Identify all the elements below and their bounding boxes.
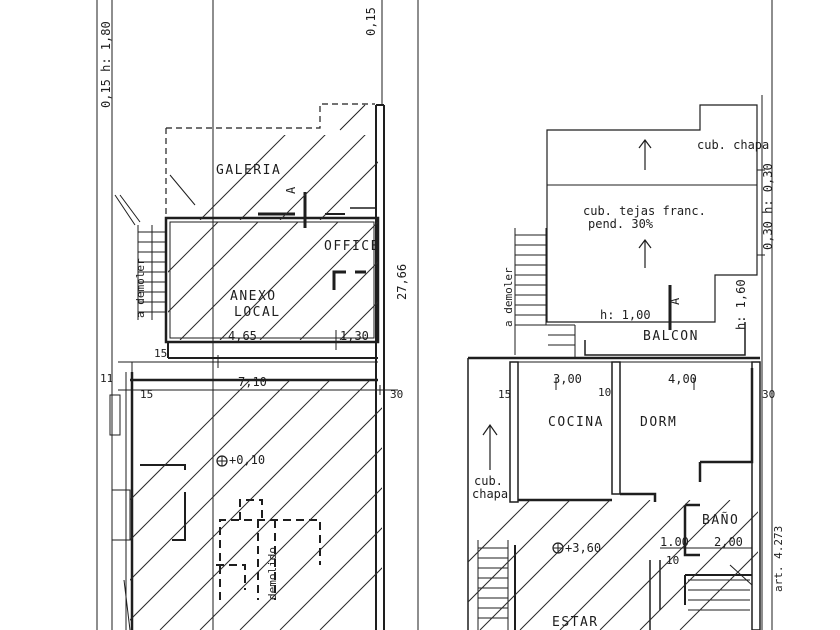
galeria-corner-mark (339, 104, 366, 131)
wall-cocina-left (509, 361, 519, 503)
dim-4-65: 4,65 (228, 329, 257, 343)
label-balcon: BALCON (643, 329, 699, 344)
label-cub-chapa-top: cub. chapa (697, 138, 769, 152)
wall-dorm-right (700, 368, 754, 464)
wall-bano (683, 505, 700, 557)
dim-15-b: 15 (140, 388, 153, 401)
wall-right (751, 361, 761, 630)
label-cub-chapa-left-2: chapa (472, 487, 508, 501)
dim-4-00: 4,00 (668, 372, 697, 386)
stair-estar (477, 540, 509, 630)
anexo-local-walls (164, 216, 380, 344)
dim-15-a: 15 (154, 347, 167, 360)
galeria-outline (166, 103, 375, 129)
dim-11: 11 (100, 372, 113, 385)
label-cub-tejas-2: pend. 30% (588, 217, 654, 231)
stair-left (114, 194, 165, 320)
wall-dorm-bottom (620, 492, 657, 502)
dim-1-30: 1,30 (340, 329, 369, 343)
demolition-wall (172, 492, 186, 541)
dim-15-right: 15 (498, 388, 511, 401)
demolition-wall (140, 464, 186, 470)
left-plan (96, 0, 419, 630)
label-cocina: COCINA (548, 415, 604, 430)
label-dorm: DORM (640, 415, 677, 430)
right-plan (467, 0, 773, 630)
roof-tejas-outline (546, 185, 758, 323)
dim-h-1-60: h: 1,60 (734, 279, 748, 330)
dim-h-top: 0,15 h: 1,80 (99, 21, 113, 108)
label-estar: ESTAR (552, 615, 599, 630)
level-left: +0,10 (229, 453, 265, 467)
dim-height-total: 27,66 (395, 264, 409, 300)
hatch-galeria (199, 135, 378, 220)
dim-h-1-00: h: 1,00 (600, 308, 651, 322)
anexo-local-inner (169, 221, 375, 339)
label-bano: BAÑO (702, 512, 739, 528)
balcon-outline (584, 322, 746, 356)
section-mark-a-right: A (668, 297, 682, 305)
door-jamb (111, 489, 131, 541)
label-galeria: GALERIA (216, 163, 281, 178)
section-mark-a: A (284, 186, 298, 194)
office-counter (332, 270, 346, 290)
dim-30-right: 30 (762, 388, 775, 401)
dim-7-10: 7,10 (238, 375, 267, 389)
label-a-demoler-right: a demoler (502, 267, 515, 327)
slope-arrow-icon (482, 139, 652, 470)
label-art: art. 4.273 (772, 526, 785, 592)
dim-1-00: 1.00 (660, 535, 689, 549)
label-demolido: demolido (266, 547, 279, 600)
dim-10-a: 10 (598, 386, 611, 399)
label-local: LOCAL (234, 305, 281, 320)
hatch-anexo (168, 222, 378, 340)
hatch-estar (468, 500, 758, 630)
dim-2-00: 2,00 (714, 535, 743, 549)
label-office: OFFICE (324, 239, 380, 254)
roof-chapa-outline (546, 104, 758, 185)
stair-right-bottom (688, 564, 753, 611)
dim-top-right: 0,15 (364, 7, 378, 36)
dim-30-left: 30 (390, 388, 403, 401)
dim-0-30: 0,30 h: 0,30 (761, 163, 775, 250)
galeria-corner-mark (169, 174, 196, 206)
sheet-edge-line (123, 579, 131, 630)
label-anexo: ANEXO (230, 289, 277, 304)
label-cub-chapa-left-1: cub. (474, 474, 503, 488)
stair-right (514, 228, 576, 358)
dim-3-00: 3,00 (553, 372, 582, 386)
wall-cocina-dorm (611, 361, 621, 495)
label-a-demoler-left: a demoler (134, 258, 147, 318)
hatch-main (130, 380, 382, 630)
level-right: +3,60 (565, 541, 601, 555)
door-jamb (109, 394, 121, 436)
dim-10-b: 10 (666, 554, 679, 567)
label-cub-tejas-1: cub. tejas franc. (583, 204, 706, 218)
